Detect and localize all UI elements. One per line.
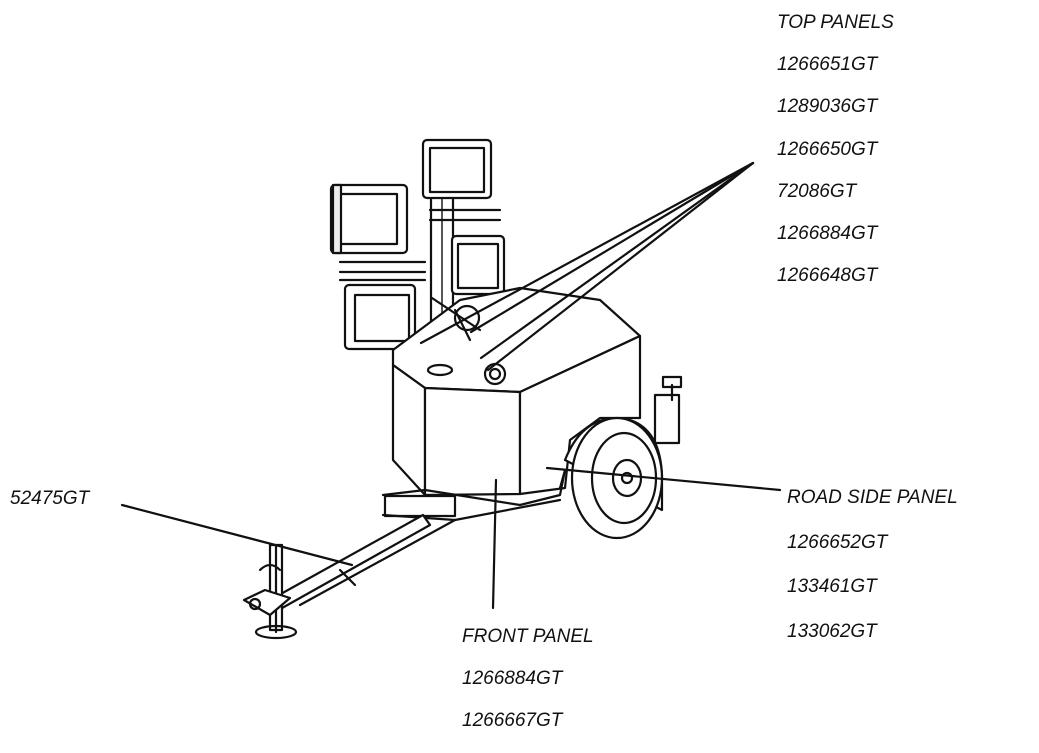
top-panels-part: 1266650GT bbox=[777, 138, 878, 160]
wheel-assembly bbox=[563, 375, 683, 540]
top-panels-part: 72086GT bbox=[777, 180, 857, 202]
light-bottom-left bbox=[338, 278, 427, 351]
light-bottom-right bbox=[450, 234, 506, 296]
light-top-right bbox=[421, 138, 502, 222]
road-side-panel-heading: ROAD SIDE PANEL bbox=[787, 487, 958, 508]
tongue-part-label: 52475GT bbox=[10, 488, 90, 509]
generator-enclosure bbox=[391, 286, 642, 497]
light-top-left bbox=[329, 183, 427, 274]
road-side-panel-part: 133461GT bbox=[787, 576, 877, 597]
road-side-panel-part: 1266652GT bbox=[787, 531, 888, 553]
top-panels-part: 1266651GT bbox=[777, 54, 878, 76]
top-panels-part: 1266648GT bbox=[777, 265, 878, 287]
front-panel-heading: FRONT PANEL bbox=[462, 626, 594, 647]
top-panels-part: 1289036GT bbox=[777, 96, 878, 118]
light-tower-trailer-drawing bbox=[120, 138, 782, 640]
front-panel-part: 1266884GT bbox=[462, 668, 563, 689]
callout-front-panel: FRONT PANEL 1266884GT 1266667GT bbox=[462, 627, 594, 753]
callout-road-side-panel: ROAD SIDE PANEL 1266652GT 133461GT 13306… bbox=[787, 488, 958, 666]
road-side-panel-part: 133062GT bbox=[787, 620, 877, 642]
front-panel-part: 1266667GT bbox=[462, 710, 563, 731]
trailer-tongue bbox=[242, 468, 567, 640]
top-panels-heading: TOP PANELS bbox=[777, 12, 894, 33]
top-panels-part: 1266884GT bbox=[777, 222, 878, 244]
leader-lines bbox=[120, 161, 782, 610]
callout-top-panels: TOP PANELS 1266651GT 1289036GT 1266650GT… bbox=[777, 13, 894, 308]
